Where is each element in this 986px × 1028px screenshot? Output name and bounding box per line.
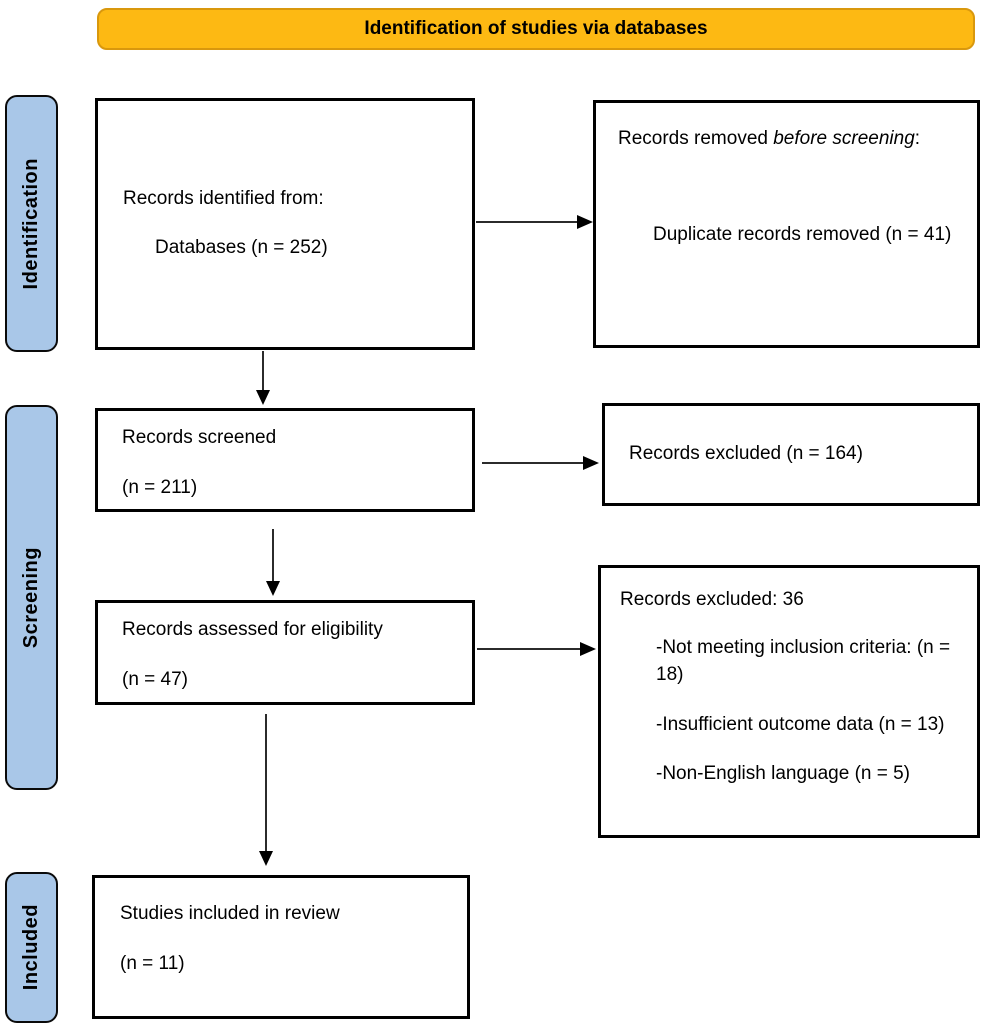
arrow-assessed-to-included <box>259 714 273 866</box>
box-records-excluded: Records excluded (n = 164) <box>602 403 980 506</box>
stage-label-identification: Identification <box>5 95 58 352</box>
box-records-screened: Records screened (n = 211) <box>95 408 475 512</box>
box-records-excluded-detail: Records excluded: 36 -Not meeting inclus… <box>598 565 980 838</box>
arrow-screened-to-excluded <box>482 456 599 470</box>
records-screened-line1: Records screened <box>122 427 277 448</box>
stage-label-identification-text: Identification <box>20 157 42 290</box>
studies-included-line1: Studies included in review <box>120 903 340 924</box>
records-assessed-line2: (n = 47) <box>122 668 189 690</box>
arrow-screened-to-assessed <box>266 529 280 596</box>
banner-identification-via-databases: Identification of studies via databases <box>97 8 975 50</box>
excluded-reason-item: -Not meeting inclusion criteria: (n = 18… <box>656 636 951 686</box>
records-identified-line2: Databases (n = 252) <box>155 237 328 258</box>
arrow-identified-to-screened <box>256 351 270 405</box>
excluded-reason-item: -Insufficient outcome data (n = 13) <box>656 713 945 735</box>
records-excluded-detail-heading: Records excluded: 36 <box>620 589 804 610</box>
records-removed-prefix: Records removed <box>618 128 774 149</box>
records-excluded-line1: Records excluded (n = 164) <box>629 443 863 465</box>
arrow-assessed-to-excluded-detail <box>477 642 596 656</box>
records-assessed-line1: Records assessed for eligibility <box>122 619 383 640</box>
records-removed-suffix: : <box>914 128 921 149</box>
stage-label-included-text: Included <box>20 904 42 991</box>
records-removed-line1: Records removed before screening: <box>618 125 959 153</box>
arrow-identified-to-removed <box>476 215 593 229</box>
stage-label-included: Included <box>5 872 58 1023</box>
records-screened-line2: (n = 211) <box>122 476 198 498</box>
records-removed-line2: Duplicate records removed (n = 41) <box>653 223 952 245</box>
studies-included-line2: (n = 11) <box>120 952 185 974</box>
records-removed-italic: before screening <box>773 128 915 149</box>
excluded-reason-item: -Non-English language (n = 5) <box>656 763 911 785</box>
stage-label-screening-text: Screening <box>20 546 42 649</box>
banner-title: Identification of studies via databases <box>364 18 708 39</box>
records-excluded-detail-items: -Not meeting inclusion criteria: (n = 18… <box>656 634 963 788</box>
box-records-assessed: Records assessed for eligibility (n = 47… <box>95 600 475 705</box>
records-identified-line1: Records identified from: <box>123 188 324 210</box>
box-records-removed-before-screening: Records removed before screening: Duplic… <box>593 100 980 348</box>
box-studies-included: Studies included in review (n = 11) <box>92 875 470 1019</box>
stage-label-screening: Screening <box>5 405 58 790</box>
box-records-identified: Records identified from: Databases (n = … <box>95 98 475 350</box>
